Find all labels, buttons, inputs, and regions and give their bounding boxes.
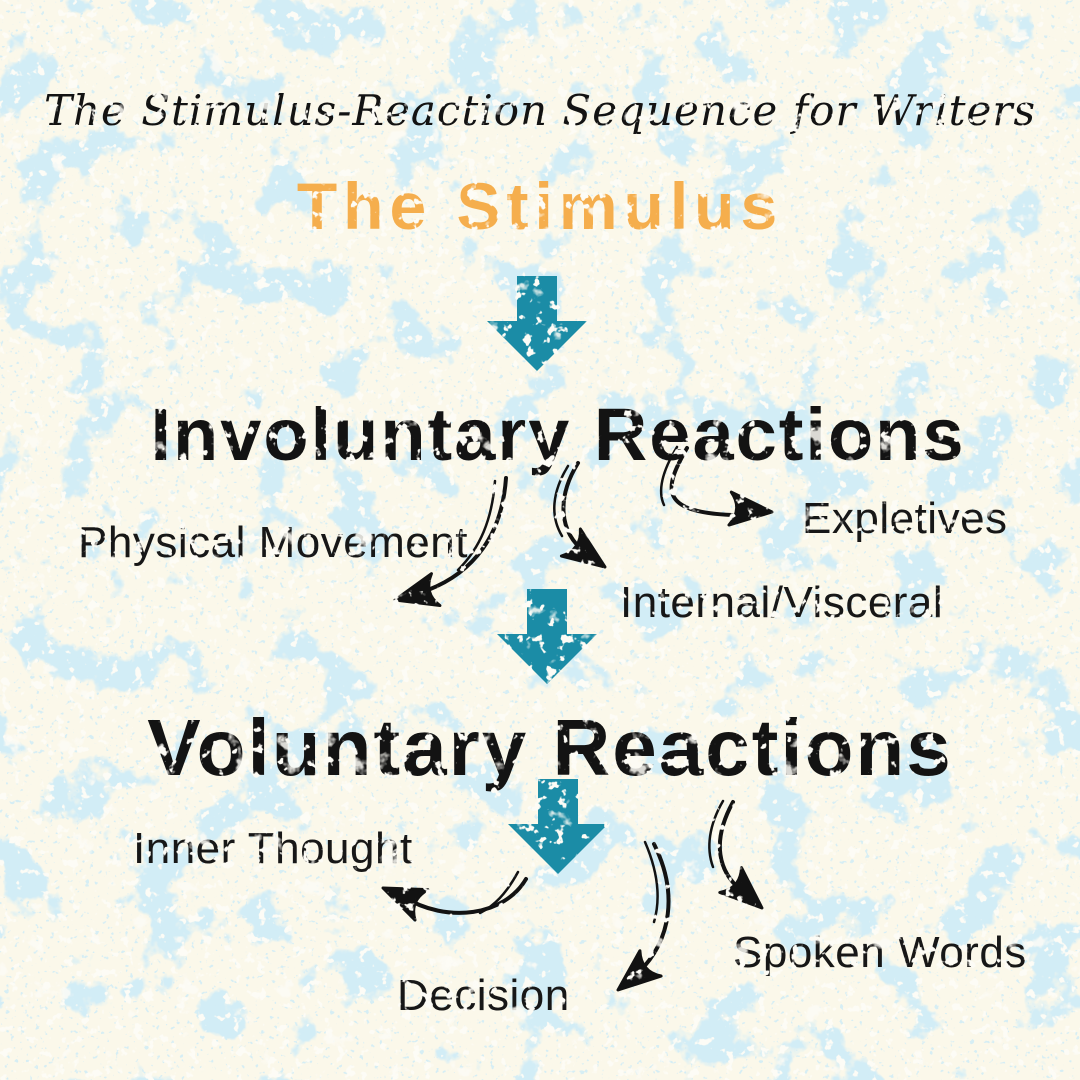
stimulus-heading: The Stimulus: [296, 169, 784, 243]
curved-sketch-arrow-internal-visceral: [553, 461, 617, 582]
curved-sketch-arrow-inner-thought: [374, 870, 528, 922]
label-decision: Decision: [397, 971, 570, 1020]
label-internal-visceral: Internal/Visceral: [620, 578, 944, 627]
label-spoken-words: Spoken Words: [733, 928, 1027, 977]
voluntary-reactions-heading: Voluntary Reactions: [147, 703, 953, 792]
label-inner-thought: Inner Thought: [133, 824, 413, 873]
down-arrow-icon: [487, 276, 587, 371]
involuntary-reactions-heading: Involuntary Reactions: [150, 393, 966, 476]
page-title: The Stimulus-Reaction Sequence for Write…: [43, 86, 1037, 135]
down-arrow-icon: [497, 589, 597, 684]
label-physical-movement: Physical Movement: [78, 518, 468, 567]
curved-sketch-arrow-decision: [606, 840, 671, 1005]
label-expletives: Expletives: [802, 494, 1008, 543]
curved-sketch-arrow-spoken-words: [708, 799, 775, 922]
